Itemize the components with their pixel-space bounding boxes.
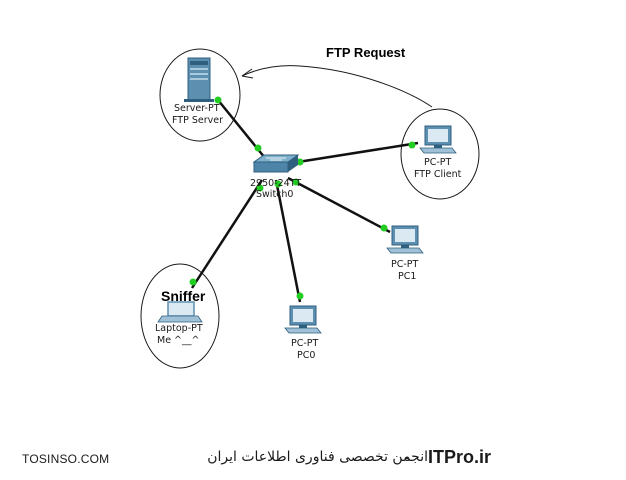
pc0-device[interactable]: PC-PT PC0 [284, 305, 322, 361]
sniffer-label: Sniffer [161, 288, 206, 304]
footer-org-text: انجمن تخصصی فناوری اطلاعات ایران [207, 449, 428, 465]
laptop-name-label: Me ^__^ [157, 335, 199, 346]
ftp-client-highlight-circle [400, 108, 480, 200]
link-up-dot [214, 96, 222, 104]
footer-separator: - [404, 449, 409, 465]
footer-watermark: TOSINSO.COM انجمن تخصصی فناوری اطلاعات ا… [0, 446, 626, 472]
footer-brand-text: ITPro.ir [428, 447, 492, 467]
ftp-client-type-label: PC-PT [424, 157, 452, 168]
link-up-dot [274, 180, 282, 188]
server-highlight-circle [159, 48, 241, 142]
switch-type-label: 2950-24TT [250, 178, 301, 189]
pc-icon [284, 305, 322, 334]
pc1-name-label: PC1 [398, 271, 416, 282]
link-up-dot [256, 184, 264, 192]
server-device[interactable]: Server-PT FTP Server [172, 57, 223, 126]
link-up-dot [189, 278, 197, 286]
server-type-label: Server-PT [174, 103, 220, 114]
link-up-dot [254, 144, 262, 152]
link-switch-laptop[interactable] [190, 179, 264, 289]
switch-device[interactable]: 2950-24TT Switch0 [250, 154, 301, 200]
link-up-dot [408, 141, 416, 149]
server-name-label: FTP Server [172, 115, 223, 126]
link-up-dot [296, 158, 304, 166]
laptop-device[interactable]: Sniffer Laptop-PT Me ^__^ [155, 288, 206, 346]
laptop-type-label: Laptop-PT [155, 323, 203, 334]
ftp-request-label: FTP Request [326, 45, 406, 60]
link-status-dots [189, 96, 416, 300]
link-switch-pc1[interactable] [287, 176, 391, 234]
laptop-highlight-circle [140, 263, 220, 369]
switch-icon [252, 154, 300, 173]
ftp-client-device[interactable]: PC-PT FTP Client [414, 125, 462, 180]
pc0-name-label: PC0 [297, 350, 315, 361]
ftp-request-arrow [241, 65, 433, 108]
link-up-dot [296, 292, 304, 300]
pc-icon [419, 125, 457, 154]
ftp-client-name-label: FTP Client [414, 169, 462, 180]
pc1-type-label: PC-PT [391, 259, 419, 270]
ftp-request-arrowhead [241, 68, 254, 79]
switch-name-label: Switch0 [256, 189, 293, 200]
link-up-dot [292, 178, 300, 186]
footer-site-text: TOSINSO.COM [22, 452, 110, 466]
pc-icon [386, 225, 424, 254]
pc1-device[interactable]: PC-PT PC1 [386, 225, 424, 282]
pc0-type-label: PC-PT [291, 338, 319, 349]
link-switch-pc0[interactable] [274, 179, 302, 303]
laptop-icon [157, 301, 203, 323]
link-switch-ftp-client[interactable] [297, 141, 419, 164]
link-up-dot [380, 224, 388, 232]
server-icon [184, 57, 214, 102]
